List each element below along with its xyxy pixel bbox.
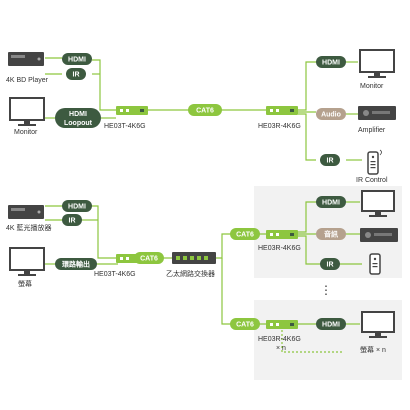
bottom-monitor-src-label: 螢幕 — [18, 279, 32, 288]
top-monitor-src-label: Monitor — [14, 129, 38, 136]
svg-text:Loopout: Loopout — [64, 120, 93, 127]
bottom-receiver-n-icon — [266, 320, 298, 329]
bottom-monitor-n-icon — [361, 311, 395, 338]
svg-text:Audio: Audio — [321, 112, 341, 119]
monitor-out-icon — [359, 49, 395, 78]
bottom-tx-label: HE03T-4K6G — [94, 271, 136, 278]
switch-label: 乙太網路交換器 — [166, 269, 215, 278]
bottom-ir-out-pill: IR — [320, 258, 340, 270]
svg-text:HDMI: HDMI — [68, 204, 86, 211]
bottom-cat6-pill-b: CAT6 — [230, 228, 260, 240]
bottom-bd-player-icon — [8, 205, 44, 219]
svg-text:CAT6: CAT6 — [236, 322, 254, 329]
bottom-loopout-pill: 環路輸出 — [55, 258, 97, 270]
top-diagram: 4K BD Player Monitor HDMI IR HDMI Loopou… — [6, 49, 396, 184]
top-receiver-icon — [266, 106, 298, 115]
svg-text:IR: IR — [327, 158, 334, 165]
svg-text:CAT6: CAT6 — [140, 256, 158, 263]
top-monitor-out-label: Monitor — [360, 83, 384, 90]
bottom-cat6-pill-a: CAT6 — [134, 252, 164, 264]
bottom-rx-n-suffix: × n — [276, 345, 286, 352]
bottom-cat6-pill-c: CAT6 — [230, 318, 260, 330]
more-receivers-ellipsis: ⋮ — [320, 283, 332, 297]
top-bd-player-label: 4K BD Player — [6, 77, 49, 84]
svg-text:HDMI: HDMI — [322, 60, 340, 67]
svg-text:HDMI: HDMI — [69, 111, 87, 118]
top-cat6-pill: CAT6 — [188, 104, 222, 116]
top-hdmi-out-pill: HDMI — [316, 56, 346, 68]
svg-text:IR: IR — [327, 262, 334, 269]
bottom-screen-n-label: 螢幕 × n — [360, 345, 386, 354]
svg-text:IR: IR — [69, 218, 76, 225]
bottom-monitor-out-icon — [361, 190, 395, 217]
amplifier-icon — [358, 106, 396, 120]
monitor-src-icon — [9, 97, 45, 126]
top-rx-label: HE03R-4K6G — [258, 123, 301, 130]
top-amplifier-label: Amplifier — [358, 127, 386, 134]
ethernet-switch-icon — [172, 252, 216, 264]
top-tx-label: HE03T-4K6G — [104, 123, 146, 130]
svg-text:CAT6: CAT6 — [236, 232, 254, 239]
top-ir-out-pill: IR — [320, 154, 340, 166]
top-loopout-pill: HDMI Loopout — [55, 108, 101, 128]
bottom-bd-player-label: 4K 藍光播放器 — [6, 223, 52, 232]
svg-text:HDMI: HDMI — [68, 57, 86, 64]
bottom-hdmi-in-pill: HDMI — [62, 200, 92, 212]
svg-text:環路輸出: 環路輸出 — [62, 260, 90, 269]
top-ir-control-label: IR Control — [356, 177, 388, 184]
bottom-connection-lines — [45, 201, 362, 353]
top-ir-in-pill: IR — [66, 68, 86, 80]
bottom-ir-in-pill: IR — [62, 214, 82, 226]
svg-text:IR: IR — [73, 72, 80, 79]
svg-text:HDMI: HDMI — [322, 322, 340, 329]
top-audio-out-pill: Audio — [316, 108, 346, 120]
bottom-monitor-src-icon — [9, 247, 45, 276]
bottom-rx-label: HE03R-4K6G — [258, 245, 301, 252]
bottom-receiver-icon — [266, 230, 298, 239]
bottom-amplifier-icon — [360, 228, 398, 242]
top-transmitter-icon — [116, 106, 148, 115]
bd-player-icon — [8, 52, 44, 66]
svg-text:音訊: 音訊 — [324, 230, 338, 239]
svg-text:HDMI: HDMI — [322, 200, 340, 207]
bottom-audio-out-pill: 音訊 — [316, 228, 346, 240]
bottom-hdmi-out-pill: HDMI — [316, 196, 346, 208]
svg-text:CAT6: CAT6 — [196, 108, 214, 115]
bottom-hdmi-out-n-pill: HDMI — [316, 318, 346, 330]
bottom-ir-remote-icon — [369, 253, 381, 275]
top-hdmi-in-pill: HDMI — [62, 53, 92, 65]
ir-remote-icon — [367, 149, 382, 175]
bottom-rx-n-label: HE03R-4K6G — [258, 336, 301, 343]
bottom-diagram: 4K 藍光播放器 螢幕 HDMI IR 環路輸出 HE03T-4K6G — [6, 186, 402, 380]
